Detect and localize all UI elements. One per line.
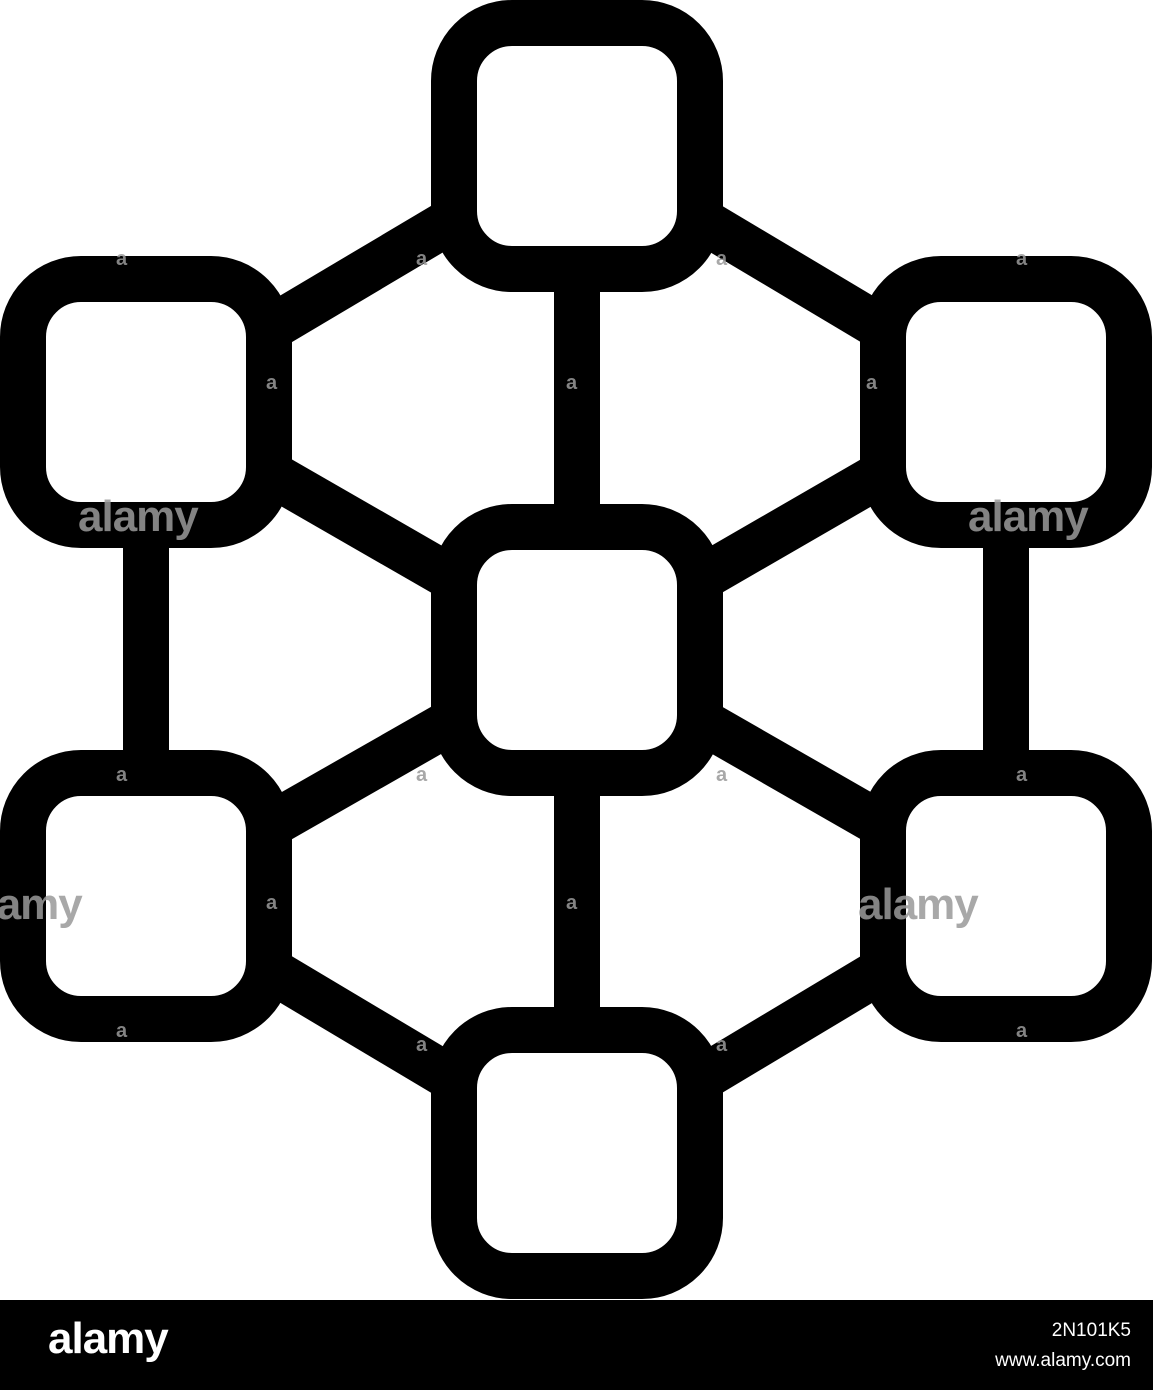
footer-url: www.alamy.com [995, 1350, 1131, 1371]
node-bottom [431, 1007, 723, 1299]
node-lower-right [860, 750, 1152, 1042]
node-group [0, 0, 1152, 1299]
footer-bar: alamy 2N101K5 www.alamy.com [0, 1300, 1153, 1390]
node-lower-left [0, 750, 292, 1042]
node-center [431, 504, 723, 796]
image-id: 2N101K5 [1051, 1320, 1131, 1341]
network-diagram-icon [0, 0, 1152, 1299]
node-upper-right [860, 256, 1152, 548]
node-top [431, 0, 723, 292]
footer-logo: alamy [48, 1314, 169, 1363]
node-upper-left [0, 256, 292, 548]
